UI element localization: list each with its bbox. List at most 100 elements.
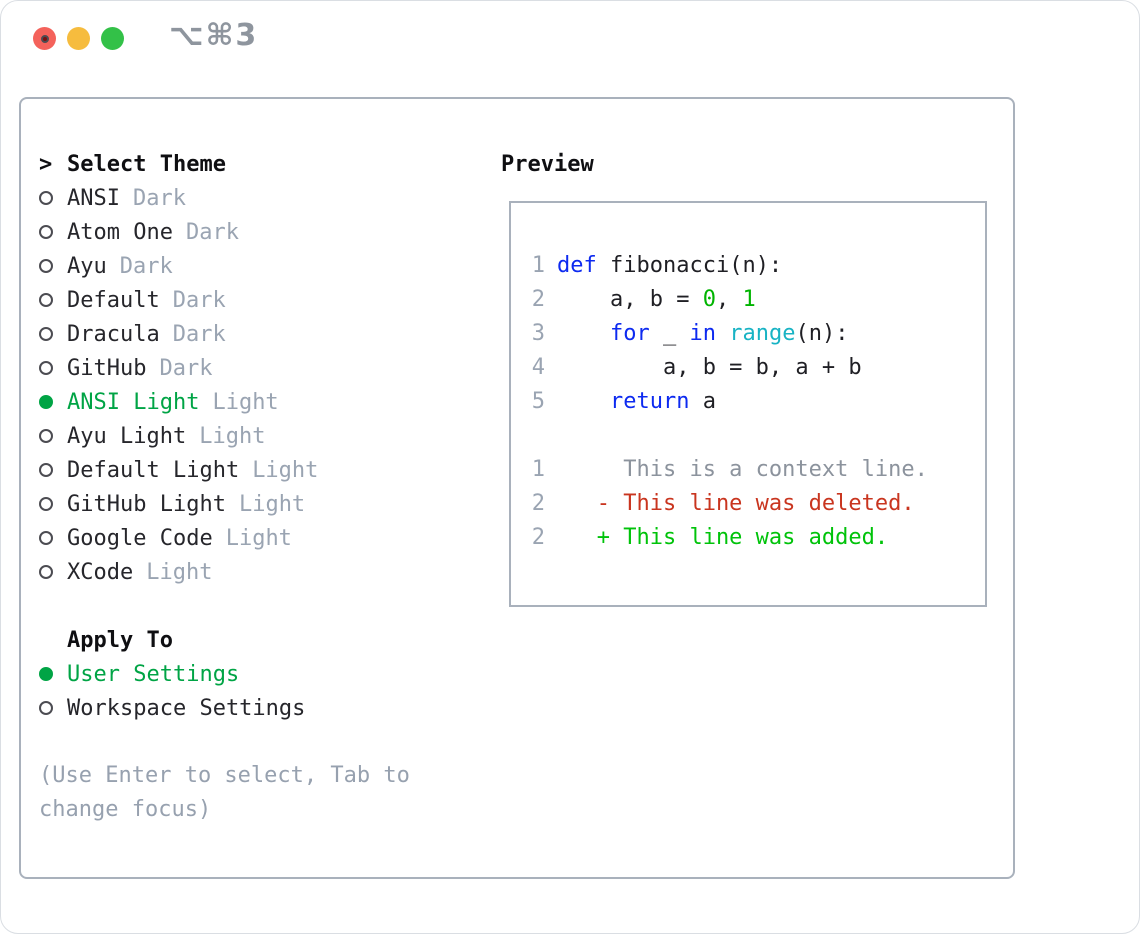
apply-option-label: Workspace Settings <box>67 695 306 721</box>
radio-gutter <box>39 565 67 579</box>
apply-option-workspace-settings[interactable]: Workspace Settings <box>39 691 489 725</box>
theme-name: XCode <box>67 559 134 585</box>
window-title: ⌥⌘3 <box>169 18 259 53</box>
theme-option-github-light[interactable]: GitHub Light Light <box>39 487 489 521</box>
theme-variant-tag: Light <box>225 525 292 551</box>
select-theme-header: > Select Theme <box>39 147 489 181</box>
code-text: return a <box>557 385 716 419</box>
line-number: 2 <box>531 287 545 312</box>
keyboard-hint: (Use Enter to select, Tab to change focu… <box>39 763 410 822</box>
diff-context-text: This is a context line. <box>557 457 928 482</box>
diff-added-line: 2 + This line was added. <box>531 521 985 555</box>
code-preview: 1 def fibonacci(n): 2 a, b = 0, 1 3 for … <box>511 203 985 555</box>
token-plain: a <box>689 389 716 414</box>
radio-icon <box>39 293 53 307</box>
radio-icon <box>39 259 53 273</box>
theme-option-ansi-dark[interactable]: ANSI Dark <box>39 181 489 215</box>
radio-gutter <box>39 259 67 273</box>
theme-option-dracula-dark[interactable]: Dracula Dark <box>39 317 489 351</box>
theme-name: Google Code <box>67 525 213 551</box>
theme-name: ANSI Light <box>67 389 200 415</box>
theme-variant-tag: Dark <box>159 355 213 381</box>
theme-option-ansi-light[interactable]: ANSI Light Light <box>39 385 489 419</box>
theme-name: Atom One <box>67 219 173 245</box>
radio-icon <box>39 225 53 239</box>
radio-gutter <box>39 361 67 375</box>
theme-name: Default <box>67 287 160 313</box>
code-text: def fibonacci(n): <box>557 249 782 283</box>
token-keyword: def <box>557 253 597 278</box>
token-number: 0 <box>702 287 716 312</box>
line-number: 2 <box>531 525 545 550</box>
theme-option-ayu-light[interactable]: Ayu Light Light <box>39 419 489 453</box>
code-line: 3 for _ in range(n): <box>531 317 985 351</box>
theme-option-google-code-light[interactable]: Google Code Light <box>39 521 489 555</box>
preview-box: 1 def fibonacci(n): 2 a, b = 0, 1 3 for … <box>509 201 987 607</box>
theme-variant-tag: Dark <box>172 287 226 313</box>
radio-gutter <box>39 429 67 443</box>
radio-icon <box>39 361 53 375</box>
radio-gutter <box>39 225 67 239</box>
radio-icon <box>39 565 53 579</box>
code-line: 2 a, b = 0, 1 <box>531 283 985 317</box>
theme-variant-tag: Dark <box>132 185 186 211</box>
token-plain: a, b = b, a + b <box>557 355 862 380</box>
radio-gutter <box>39 531 67 545</box>
theme-name: ANSI <box>67 185 120 211</box>
traffic-lights <box>33 27 124 50</box>
theme-option-xcode-light[interactable]: XCode Light <box>39 555 489 589</box>
token-plain: _ <box>649 321 690 346</box>
theme-option-atom-one-dark[interactable]: Atom One Dark <box>39 215 489 249</box>
minimize-button[interactable] <box>67 27 90 50</box>
code-text: for _ in range(n): <box>557 317 848 351</box>
title-bar: ⌥⌘3 <box>1 1 1139 97</box>
token-keyword: in <box>689 321 716 346</box>
radio-gutter <box>39 667 67 681</box>
select-theme-title: Select Theme <box>67 151 226 177</box>
theme-option-ayu-dark[interactable]: Ayu Dark <box>39 249 489 283</box>
radio-icon <box>39 191 53 205</box>
radio-icon <box>39 429 53 443</box>
token-plain: (n): <box>795 321 849 346</box>
theme-option-github-dark[interactable]: GitHub Dark <box>39 351 489 385</box>
apply-option-user-settings[interactable]: User Settings <box>39 657 489 691</box>
radio-gutter <box>39 395 67 409</box>
code-text: a, b = b, a + b <box>557 351 862 385</box>
theme-name: Dracula <box>67 321 160 347</box>
radio-gutter <box>39 497 67 511</box>
theme-variant-tag: Light <box>199 423 266 449</box>
radio-icon <box>39 327 53 341</box>
prompt-gutter: > <box>39 152 67 177</box>
zoom-button[interactable] <box>101 27 124 50</box>
preview-title: Preview <box>501 151 594 177</box>
token-keyword: for <box>609 321 650 346</box>
token-plain: , <box>715 287 743 312</box>
close-button[interactable] <box>33 27 56 50</box>
radio-selected-icon <box>39 667 53 681</box>
apply-to-title: Apply To <box>67 627 173 653</box>
theme-option-default-light[interactable]: Default Light Light <box>39 453 489 487</box>
theme-name: GitHub <box>67 355 147 381</box>
theme-option-default-dark[interactable]: Default Dark <box>39 283 489 317</box>
main-panel: > Select Theme ANSI Dark Atom One Dark A… <box>19 97 1015 879</box>
line-number: 1 <box>531 457 545 482</box>
diff-added-text: + This line was added. <box>557 525 889 550</box>
theme-variant-tag: Dark <box>172 321 226 347</box>
token-plain <box>716 321 729 346</box>
theme-variant-tag: Dark <box>119 253 173 279</box>
theme-name: Ayu Light <box>67 423 187 449</box>
radio-gutter <box>39 327 67 341</box>
radio-gutter <box>39 191 67 205</box>
line-number: 5 <box>531 389 545 414</box>
token-plain <box>557 389 610 414</box>
theme-name: Default Light <box>67 457 240 483</box>
radio-selected-icon <box>39 395 53 409</box>
apply-to-header: Apply To <box>39 623 489 657</box>
code-line: 4 a, b = b, a + b <box>531 351 985 385</box>
radio-icon <box>39 701 53 715</box>
line-number: 2 <box>531 491 545 516</box>
theme-variant-tag: Light <box>238 491 306 517</box>
token-number: 1 <box>742 287 756 312</box>
theme-variant-tag: Light <box>212 389 279 415</box>
radio-gutter <box>39 701 67 715</box>
